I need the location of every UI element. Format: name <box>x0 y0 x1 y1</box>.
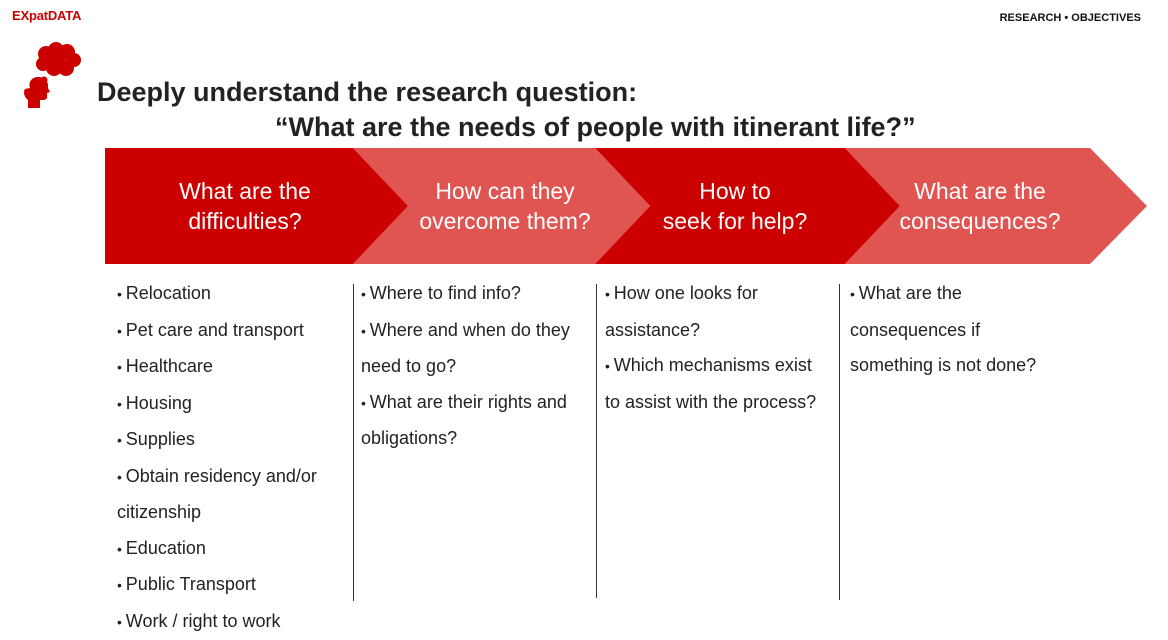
step-consequences-line1: What are the <box>914 176 1046 206</box>
list-item: Where to find info? <box>361 276 593 313</box>
list-item: Public Transport <box>117 567 349 604</box>
thinking-head-icon <box>16 40 90 114</box>
list-item: Where and when do they <box>361 313 593 350</box>
expatdata-logo: EXpatDATA <box>12 8 81 23</box>
step-help: How to seek for help? <box>645 176 825 236</box>
list-item: Work / right to work <box>117 604 349 640</box>
list-item: Obtain residency and/or <box>117 459 349 496</box>
step-difficulties: What are the difficulties? <box>150 176 340 236</box>
list-item-continuation: citizenship <box>117 495 349 531</box>
list-item: Education <box>117 531 349 568</box>
list-item: What are their rights and <box>361 385 593 422</box>
list-item-continuation: obligations? <box>361 421 593 457</box>
list-item: Housing <box>117 386 349 423</box>
help-list: How one looks for assistance? Which mech… <box>605 276 845 420</box>
list-item: How one looks for <box>605 276 845 313</box>
step-help-line2: seek for help? <box>663 206 807 236</box>
list-item-continuation: to assist with the process? <box>605 385 845 421</box>
column-divider-2 <box>596 284 597 598</box>
step-difficulties-line1: What are the <box>179 176 311 206</box>
research-question: “What are the needs of people with itine… <box>275 112 916 143</box>
list-item: Pet care and transport <box>117 313 349 350</box>
step-difficulties-line2: difficulties? <box>188 206 301 236</box>
logo-ex: EX <box>12 8 29 23</box>
title-line-1: Deeply understand the research question: <box>97 77 637 108</box>
column-divider-1 <box>353 284 354 601</box>
step-help-line1: How to <box>699 176 771 206</box>
section-label: RESEARCH • OBJECTIVES <box>1000 12 1141 24</box>
list-item-continuation: need to go? <box>361 349 593 385</box>
list-item: Relocation <box>117 276 349 313</box>
step-consequences: What are the consequences? <box>885 176 1075 236</box>
list-item-continuation: assistance? <box>605 313 845 349</box>
step-consequences-line2: consequences? <box>899 206 1060 236</box>
list-item: Supplies <box>117 422 349 459</box>
logo-pat: pat <box>29 8 48 23</box>
overcome-list: Where to find info? Where and when do th… <box>361 276 593 457</box>
step-overcome-line1: How can they <box>435 176 574 206</box>
list-item: Which mechanisms exist <box>605 348 845 385</box>
consequences-list: What are the consequences if something i… <box>850 276 1100 384</box>
logo-data: DATA <box>48 8 81 23</box>
list-item-continuation: consequences if <box>850 313 1100 349</box>
difficulties-list: Relocation Pet care and transport Health… <box>117 276 349 640</box>
list-item: Healthcare <box>117 349 349 386</box>
list-item-continuation: something is not done? <box>850 348 1100 384</box>
list-item: What are the <box>850 276 1100 313</box>
step-overcome: How can they overcome them? <box>400 176 610 236</box>
step-overcome-line2: overcome them? <box>419 206 590 236</box>
